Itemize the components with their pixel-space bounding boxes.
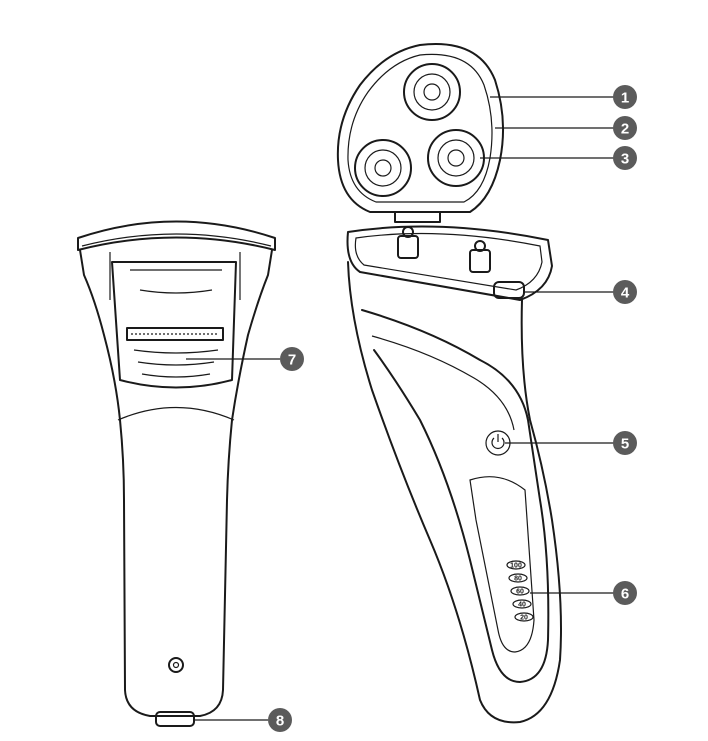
leader-lines [186, 96, 615, 721]
battery-level-60: 60 [516, 589, 524, 596]
callout-4: 4 [613, 280, 637, 304]
battery-indicator: 100 80 60 40 20 [506, 560, 534, 622]
callout-2: 2 [613, 116, 637, 140]
callout-7: 7 [280, 347, 304, 371]
svg-text:3: 3 [621, 151, 629, 168]
shaver-front-view: 100 80 60 40 20 [336, 43, 562, 724]
callout-3: 3 [613, 146, 637, 170]
svg-text:6: 6 [621, 586, 629, 603]
svg-text:1: 1 [621, 90, 629, 107]
svg-text:5: 5 [621, 436, 629, 453]
cutter-left [354, 139, 412, 197]
svg-text:7: 7 [288, 352, 296, 369]
battery-level-80: 80 [514, 576, 522, 583]
battery-level-40: 40 [518, 602, 526, 609]
svg-text:8: 8 [276, 713, 284, 730]
battery-level-20: 20 [520, 615, 528, 622]
svg-text:2: 2 [621, 121, 629, 138]
callout-8: 8 [268, 708, 292, 732]
shaver-back-view [77, 220, 276, 727]
callout-6: 6 [613, 581, 637, 605]
cutter-top [403, 63, 461, 121]
callout-1: 1 [613, 85, 637, 109]
svg-text:4: 4 [621, 285, 630, 302]
cutter-right [427, 129, 485, 187]
callout-5: 5 [613, 431, 637, 455]
battery-level-100: 100 [510, 563, 522, 570]
